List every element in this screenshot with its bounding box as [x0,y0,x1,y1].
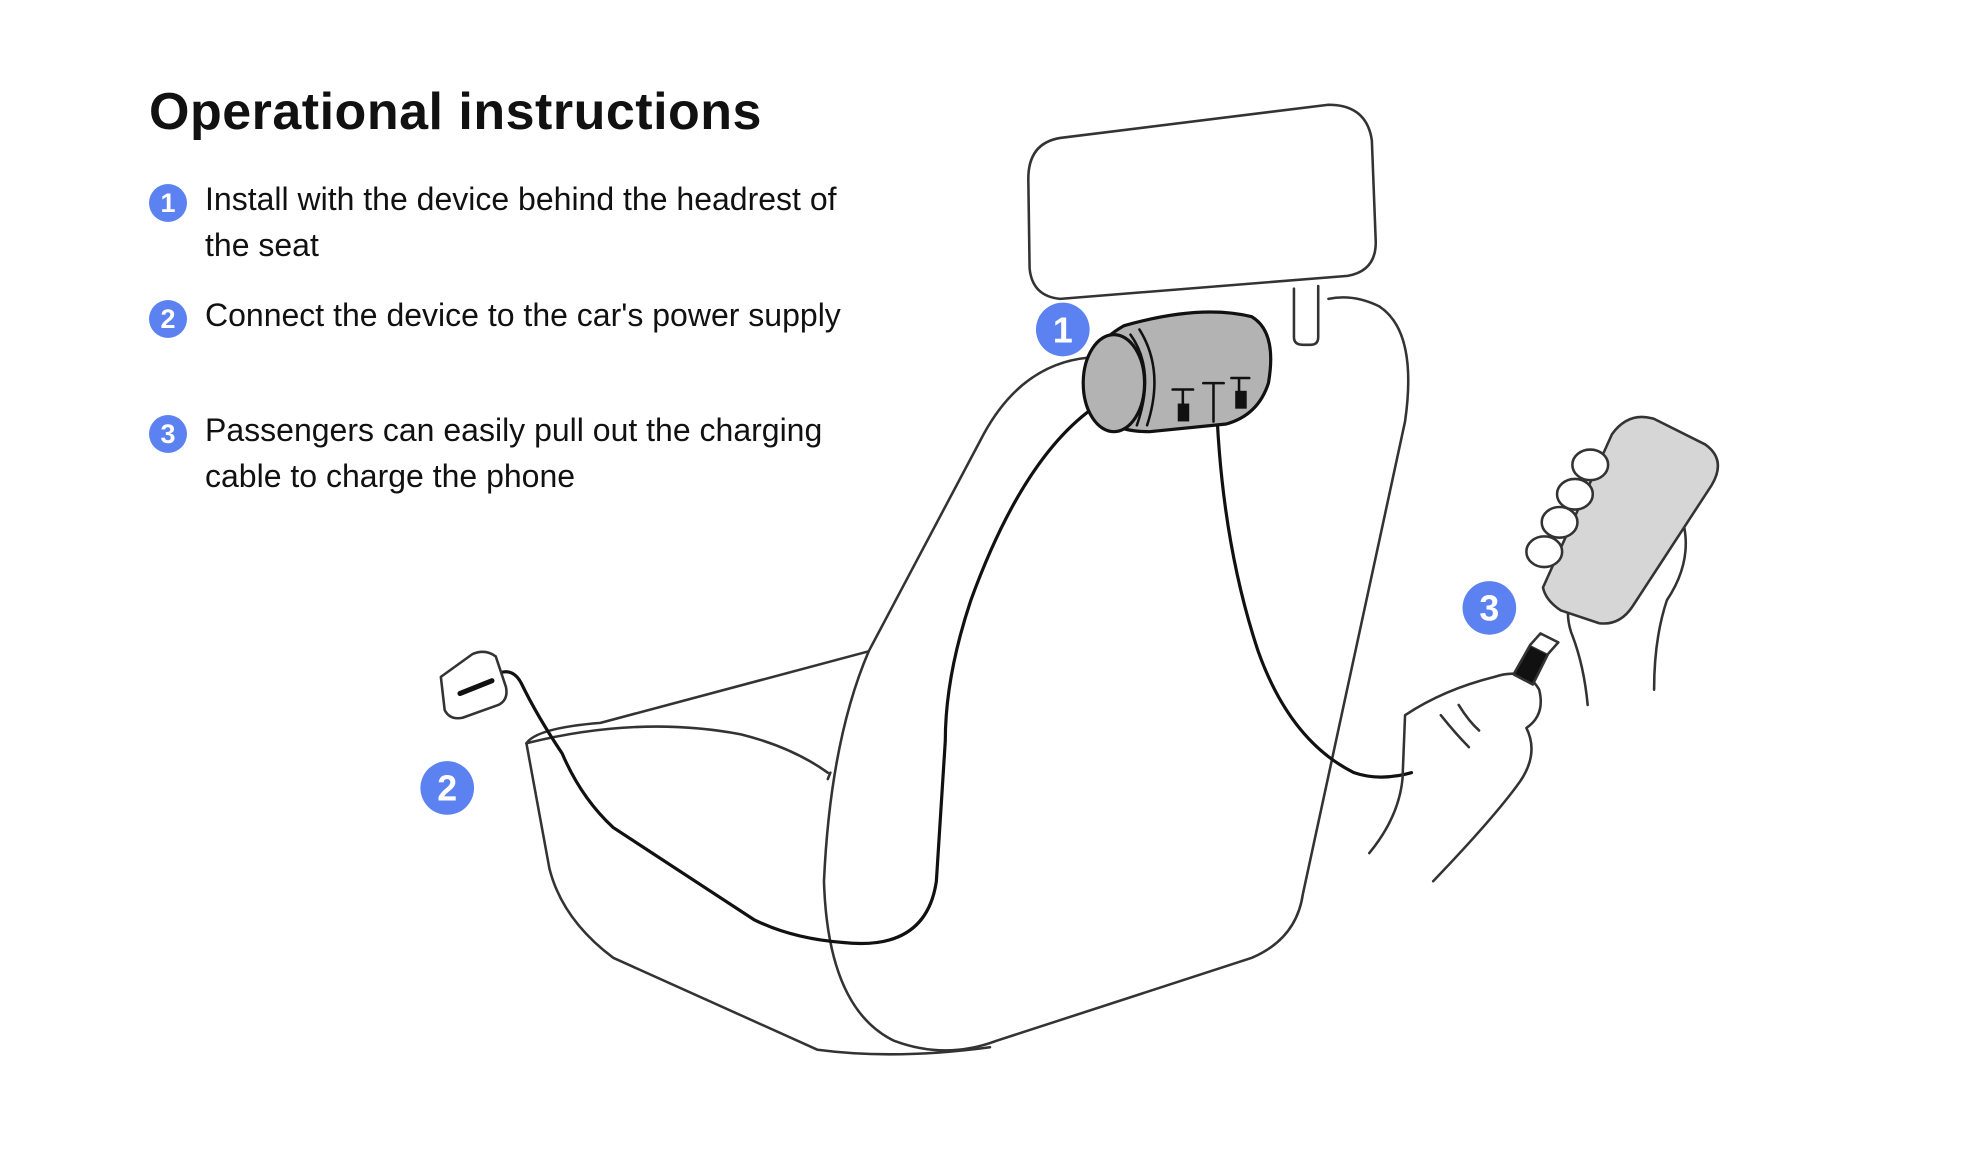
headrest-post [1292,284,1320,347]
step-number-badge: 1 [149,184,187,222]
seat-back-inner [826,771,832,781]
hand-holding-phone [1525,415,1720,707]
step-text: Install with the device behind the headr… [205,181,837,263]
hand-holding-cable [1368,672,1543,883]
step-2: 2 Connect the device to the car's power … [149,292,845,338]
page-title: Operational instructions [149,83,762,141]
step-number-badge: 2 [149,300,187,338]
step-text: Passengers can easily pull out the charg… [205,412,823,494]
callout-2: 2 [420,761,475,815]
svg-text:2: 2 [437,769,457,809]
car-power-plug [439,650,508,720]
headrest-charger-device [1081,310,1273,434]
headrest [1027,103,1377,301]
power-cable [490,407,1094,946]
svg-text:3: 3 [1479,589,1499,629]
step-3: 3 Passengers can easily pull out the cha… [149,407,845,499]
seat-back [822,296,1410,1052]
charging-cable [1214,387,1414,779]
callout-1: 1 [1035,302,1090,357]
callout-3: 3 [1462,581,1517,635]
step-text: Connect the device to the car's power su… [205,297,841,333]
usb-connector [1512,632,1560,686]
svg-text:1: 1 [1053,310,1073,350]
phone [1541,415,1720,625]
step-1: 1 Install with the device behind the hea… [149,176,845,268]
seat-cushion [525,650,992,1056]
step-number-badge: 3 [149,415,187,453]
